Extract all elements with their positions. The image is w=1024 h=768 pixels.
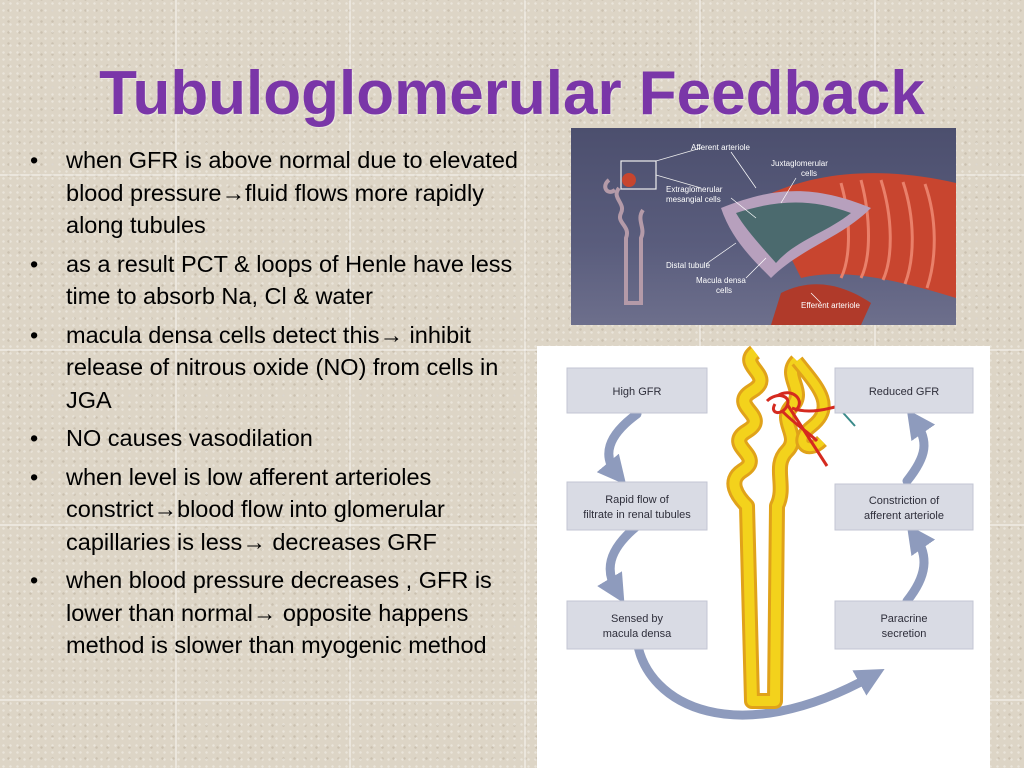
slide-title: Tubuloglomerular Feedback	[99, 59, 925, 128]
label-macula-densa-cells: cells	[716, 286, 732, 295]
label-macula-densa: Macula densa	[696, 276, 746, 285]
label-extraglomerular: Extraglomerular	[666, 185, 723, 194]
arrow-constriction-to-reduced	[902, 409, 936, 486]
svg-text:secretion: secretion	[882, 628, 927, 640]
label-afferent-arteriole: Afferent arteriole	[691, 143, 751, 152]
svg-text:filtrate in renal tubules: filtrate in renal tubules	[583, 509, 691, 521]
nephron-tubule-drawing	[726, 346, 858, 709]
box-constriction: Constriction of afferent arteriole	[834, 483, 974, 531]
svg-text:afferent arteriole: afferent arteriole	[864, 510, 944, 522]
feedback-loop-svg: High GFR Rapid flow of filtrate in renal…	[566, 346, 974, 720]
bullet-item: when level is low afferent arterioles co…	[28, 461, 518, 559]
bullet-item: when GFR is above normal due to elevated…	[28, 144, 518, 242]
bullet-list: when GFR is above normal due to elevated…	[28, 144, 518, 668]
bullet-item: NO causes vasodilation	[28, 422, 518, 455]
label-distal-tubule: Distal tubule	[666, 261, 711, 270]
box-sensed-by-macula-densa: Sensed by macula densa	[566, 600, 708, 650]
bullet-item: macula densa cells detect this→ inhibit …	[28, 319, 518, 417]
label-efferent-arteriole: Efferent arteriole	[801, 301, 861, 310]
arrow-icon: →	[221, 179, 245, 206]
box-reduced-gfr: Reduced GFR	[834, 367, 974, 414]
glomerulus-thumbnail	[622, 173, 636, 187]
svg-text:macula densa: macula densa	[603, 628, 672, 640]
svg-text:Sensed by: Sensed by	[611, 613, 663, 625]
arrow-paracrine-to-constriction	[902, 524, 936, 606]
arrow-sensed-to-paracrine	[632, 636, 885, 720]
bullet-item: when blood pressure decreases , GFR is l…	[28, 564, 518, 662]
label-mesangial-cells: mesangial cells	[666, 195, 721, 204]
svg-text:Paracrine: Paracrine	[880, 613, 927, 625]
arrow-rapid-to-sensed	[597, 521, 642, 604]
juxtaglomerular-illustration-svg: Afferent arteriole Juxtaglomerular cells…	[603, 143, 956, 325]
svg-text:Rapid flow of: Rapid flow of	[605, 494, 670, 506]
arrow-icon: →	[242, 528, 266, 555]
box-rapid-flow: Rapid flow of filtrate in renal tubules	[566, 481, 708, 531]
feedback-loop-diagram: High GFR Rapid flow of filtrate in renal…	[537, 346, 990, 768]
nephron-thumbnail	[603, 178, 645, 305]
box-paracrine-secretion: Paracrine secretion	[834, 600, 974, 650]
arrow-icon: →	[379, 321, 404, 348]
svg-text:High GFR: High GFR	[613, 386, 662, 398]
box-high-gfr: High GFR	[566, 367, 708, 414]
arrow-icon: →	[153, 496, 178, 522]
svg-text:Reduced GFR: Reduced GFR	[869, 386, 939, 398]
tubule-lumen	[736, 202, 851, 263]
juxtaglomerular-apparatus-illustration: Afferent arteriole Juxtaglomerular cells…	[571, 128, 956, 325]
label-juxtaglomerular-cells: cells	[801, 169, 817, 178]
bullet-item: as a result PCT & loops of Henle have le…	[28, 248, 518, 313]
arrow-high-to-rapid	[596, 409, 642, 486]
efferent-arteriole-shape	[771, 284, 871, 325]
label-juxtaglomerular: Juxtaglomerular	[771, 159, 828, 168]
arrow-icon: →	[252, 599, 277, 626]
svg-text:Constriction of: Constriction of	[869, 495, 940, 507]
